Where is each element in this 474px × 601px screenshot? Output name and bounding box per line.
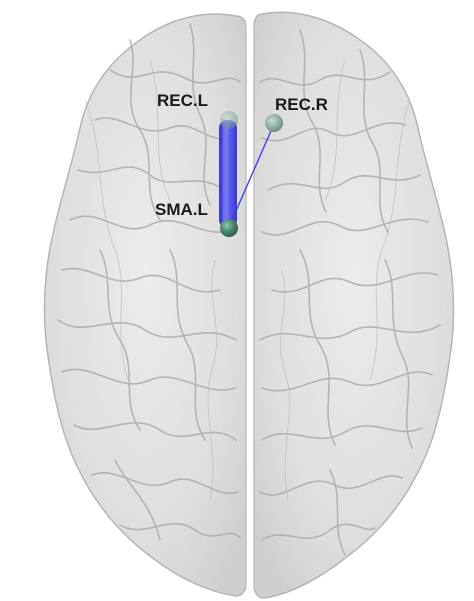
longitudinal-fissure — [246, 20, 254, 596]
left-hemisphere — [45, 14, 246, 596]
node-label-sma-l: SMA.L — [155, 200, 208, 219]
node-label-rec-l: REC.L — [157, 91, 208, 110]
node-label-rec-r: REC.R — [275, 95, 328, 114]
node-rec-r[interactable] — [265, 114, 283, 132]
node-rec-l[interactable] — [220, 111, 238, 129]
node-sma-l[interactable] — [220, 219, 238, 237]
